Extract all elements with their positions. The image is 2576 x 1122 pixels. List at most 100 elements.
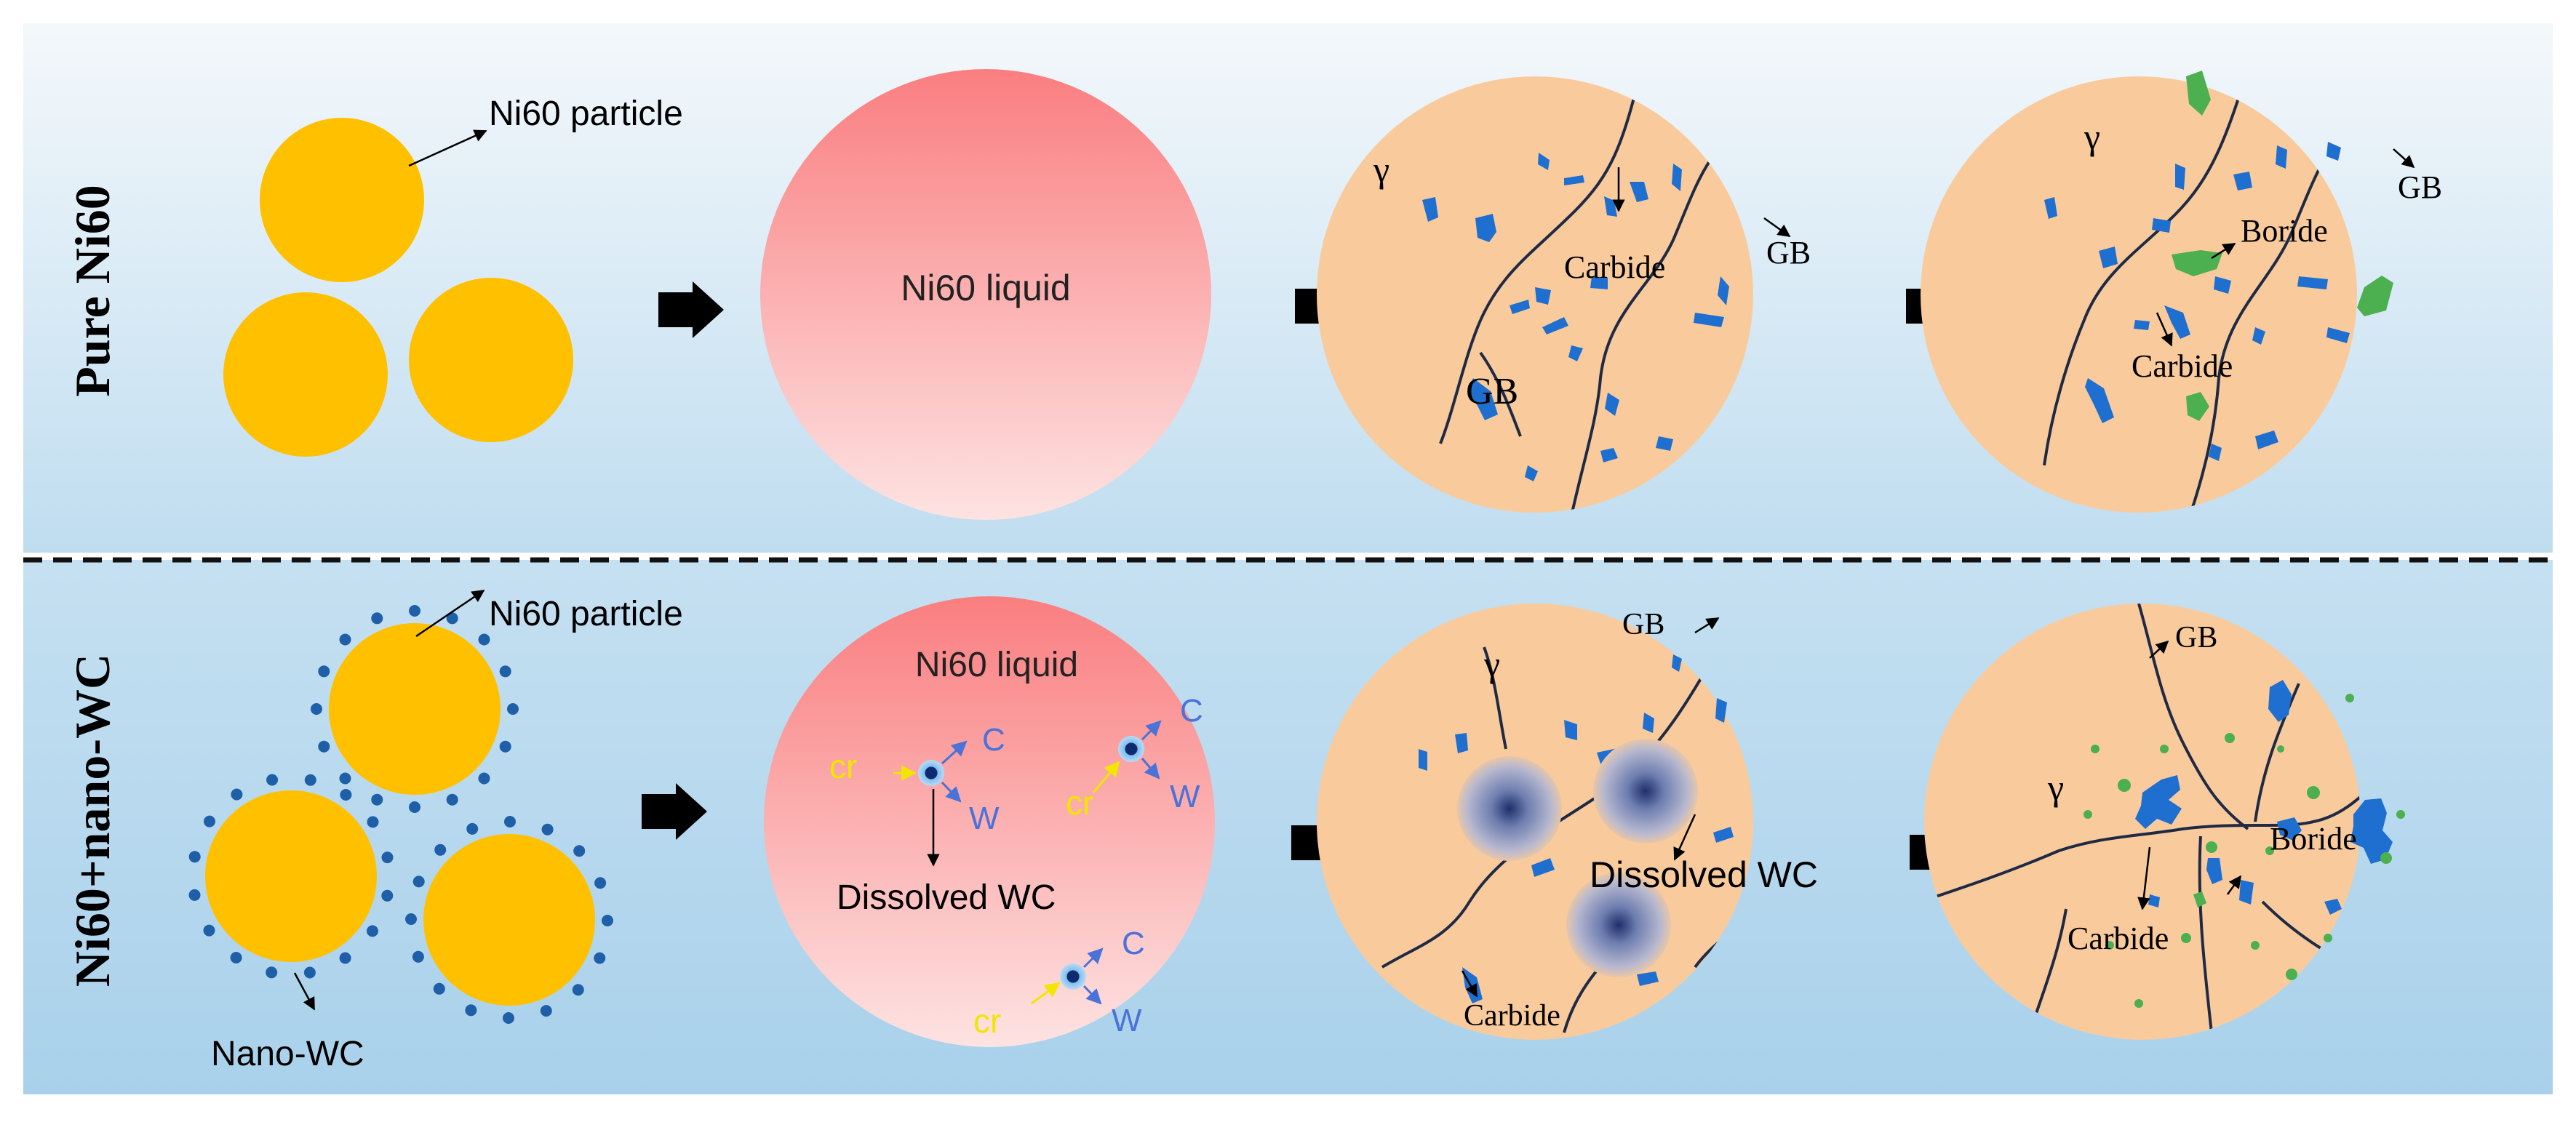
- pointer-arrow: [415, 589, 485, 638]
- nano-wc-dot: [412, 950, 424, 963]
- ni60-particle: [423, 834, 595, 1006]
- dissolved-wc-zone: [1593, 739, 1698, 843]
- pointer-arrow: [2149, 640, 2169, 659]
- nano-wc-dots: [188, 605, 613, 1024]
- nano-wc-dot: [311, 703, 322, 715]
- ni60-liquid-row2: [764, 596, 1215, 1047]
- carbide-particles: [2135, 680, 2393, 915]
- dissolved-wc-atom: [1060, 963, 1086, 990]
- nano-wc-dot: [465, 1004, 477, 1017]
- cr-label: cr: [973, 1002, 1001, 1040]
- liquid-label-row1: Ni60 liquid: [901, 268, 1070, 308]
- nano-wc-dot: [478, 633, 490, 646]
- pointer-arrow: [1082, 985, 1102, 1005]
- pointer-arrow: [941, 740, 968, 765]
- nano-wc-dot: [231, 788, 243, 801]
- dissolved-wc-label: Dissolved WC: [837, 878, 1056, 917]
- nano-wc-dot: [594, 952, 606, 964]
- nano-wc-dot: [230, 952, 242, 963]
- pointer-arrow: [2156, 312, 2173, 347]
- cr-label: cr: [829, 748, 857, 785]
- nano-wc-dot: [412, 875, 425, 888]
- particle-label-row1: Ni60 particle: [489, 95, 683, 133]
- ni60-particle: [205, 790, 377, 962]
- nano-wc-dot: [434, 843, 447, 856]
- ni60-particle: [223, 292, 388, 457]
- nano-wc-dot: [203, 924, 215, 937]
- nano-wc-dot: [540, 1005, 552, 1017]
- pointer-arrow: [1763, 217, 1791, 238]
- solidified-stage1-row2: γ GB Dissolved WC Carbide: [1317, 604, 1818, 1040]
- dissolution-group-3: cr C W: [973, 926, 1145, 1040]
- ni60-nano-wc-particles: [188, 605, 613, 1024]
- nano-wc-dot: [602, 915, 613, 926]
- nano-wc-dot: [318, 665, 330, 678]
- pointer-arrow: [2393, 148, 2415, 169]
- ni60-particle: [329, 623, 501, 795]
- nano-wc-dot: [339, 633, 351, 646]
- ni60-particles-row1: [223, 118, 573, 457]
- pointer-arrow: [2226, 875, 2242, 895]
- gb-label: GB: [1466, 371, 1518, 412]
- grain-boundaries: [1924, 604, 2361, 1033]
- carbide-label: Carbide: [1564, 249, 1665, 285]
- solidified-stage1-row1: γ Carbide GB GB: [1317, 76, 1811, 513]
- solidified-stage2-row2: γ GB Boride Carbide: [1924, 604, 2405, 1040]
- nano-wc-dot: [367, 925, 378, 937]
- nano-wc-dot: [339, 952, 351, 964]
- grain-boundaries: [1439, 76, 1753, 513]
- dissolved-wc-atom: [918, 760, 944, 786]
- nano-wc-dot: [204, 815, 215, 828]
- nano-wc-dot: [446, 612, 458, 625]
- nano-wc-dot: [499, 665, 511, 678]
- pointer-arrow: [1141, 758, 1160, 780]
- carbide-particles: [2044, 142, 2350, 461]
- nano-wc-label: Nano-WC: [211, 1035, 364, 1073]
- carbide-label: Carbide: [2132, 348, 2233, 384]
- pointer-arrow: [2137, 846, 2151, 910]
- nano-wc-dot: [499, 740, 511, 753]
- w-label: W: [969, 801, 1000, 836]
- boride-label: Boride: [2241, 213, 2328, 249]
- nano-wc-dot: [318, 740, 330, 753]
- nano-wc-dot: [541, 823, 554, 836]
- dissolved-wc-label: Dissolved WC: [1590, 854, 1818, 895]
- nano-wc-dot: [188, 889, 201, 901]
- c-label: C: [1180, 693, 1203, 729]
- liquid-label-row2: Ni60 liquid: [915, 646, 1078, 684]
- nano-wc-dot: [503, 1012, 514, 1024]
- nano-wc-dot: [504, 816, 516, 828]
- nano-wc-dot: [303, 966, 316, 979]
- nano-wc-dot: [433, 982, 445, 995]
- dissolved-wc-zone: [1566, 873, 1671, 977]
- carbide-label: Carbide: [1464, 999, 1560, 1033]
- nano-wc-dot: [367, 816, 379, 828]
- gamma-label: γ: [2083, 116, 2100, 157]
- particle-label-row2: Ni60 particle: [489, 595, 683, 633]
- gb-label: GB: [2398, 169, 2442, 205]
- nano-wc-dot: [304, 774, 316, 786]
- right-arrow-icon: [642, 783, 707, 840]
- nano-wc-dot: [381, 851, 394, 864]
- cr-label: cr: [1066, 784, 1093, 822]
- row-title-nano: Ni60+nano-WC: [65, 654, 120, 987]
- boride-particles: [2172, 71, 2393, 421]
- gamma-label: γ: [1483, 644, 1500, 684]
- nano-wc-dot: [446, 793, 458, 806]
- pointer-arrow: [293, 972, 316, 1011]
- nano-wc-dot: [339, 772, 351, 785]
- pointer-arrow: [1673, 814, 1696, 861]
- nano-wc-dot: [340, 789, 352, 801]
- pointer-arrow: [1461, 970, 1478, 998]
- row-title-pure: Pure Ni60: [65, 185, 120, 397]
- boride-particles: [2083, 694, 2405, 1008]
- pointer-arrow: [1141, 720, 1162, 741]
- pointer-arrow: [1092, 761, 1120, 793]
- pointer-arrow: [1082, 947, 1104, 969]
- nano-wc-dot: [573, 845, 586, 857]
- c-label: C: [982, 722, 1005, 758]
- w-label: W: [1170, 779, 1200, 814]
- nano-wc-dot: [371, 793, 383, 806]
- gb-label: GB: [2175, 621, 2217, 654]
